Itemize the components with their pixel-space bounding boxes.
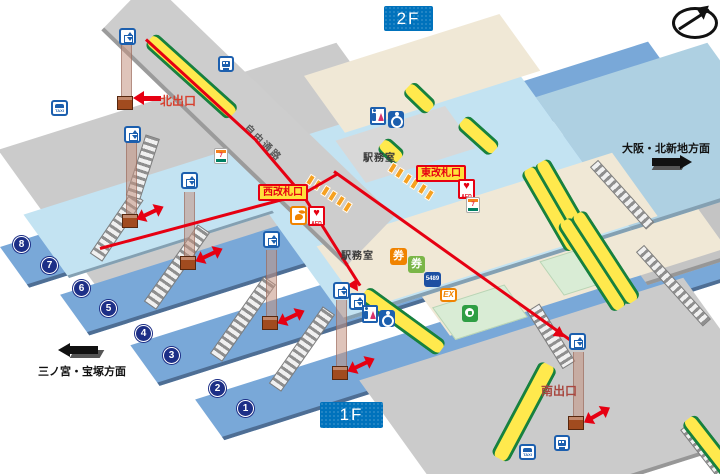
ticket-machine-icon: 券 — [390, 248, 407, 265]
convenience-store-icon: 7 — [214, 148, 228, 164]
accessible-toilet-icon — [379, 310, 395, 327]
platform-number-3: 3 — [163, 347, 180, 364]
direction-sannomiya-label: 三ノ宮・宝塚方面 — [38, 366, 126, 378]
platform-number-4: 4 — [135, 325, 152, 342]
north-exit-arrow-bar — [143, 96, 161, 101]
elevator-shaft-north — [121, 44, 132, 100]
floor-1f-badge: 1F — [320, 402, 383, 428]
elevator-cabin-platform-7-8 — [122, 214, 138, 228]
station-office-center-label: 駅務室 — [341, 251, 374, 262]
bus-stop-icon — [554, 435, 570, 451]
elevator-icon — [349, 293, 366, 310]
taxi-stand-icon: TAXI — [519, 444, 536, 460]
platform-number-5: 5 — [100, 300, 117, 317]
elevator-shaft-south — [573, 352, 584, 418]
elevator-cabin-platform-1-2 — [332, 366, 348, 380]
direction-osaka-label: 大阪・北新地方面 — [622, 143, 710, 155]
green-service-machine-icon — [462, 305, 478, 322]
aed-icon: ♥ AED — [458, 179, 475, 200]
platform-number-8: 8 — [13, 236, 30, 253]
platform-number-6: 6 — [73, 280, 90, 297]
elevator-icon — [263, 231, 280, 248]
aed-icon: ♥ AED — [308, 206, 325, 227]
elevator-icon — [333, 282, 350, 299]
bus-stop-icon — [218, 56, 234, 72]
elevator-cabin-platform-3-4 — [262, 316, 278, 330]
elevator-cabin-north — [117, 96, 133, 110]
platform-number-7: 7 — [41, 257, 58, 274]
south-exit-label: 南出口 — [541, 384, 578, 398]
compass-icon — [672, 1, 718, 39]
station-office-upper-label: 駅務室 — [363, 153, 396, 164]
toilet-icon — [362, 305, 378, 323]
express-reservation-icon: EX — [440, 288, 457, 302]
toilet-icon — [370, 107, 386, 125]
elevator-icon — [569, 333, 586, 350]
floor-2f-badge: 2F — [384, 6, 433, 31]
elevator-cabin-south — [568, 416, 584, 430]
midori-ticket-machine-icon: 5489 — [424, 272, 441, 287]
accessible-toilet-icon — [388, 111, 404, 128]
north-exit-label: 北出口 — [160, 94, 197, 108]
convenience-store-icon: 7 — [466, 197, 480, 213]
taxi-stand-icon: TAXI — [51, 100, 68, 116]
elevator-shaft-platform-7-8 — [126, 142, 137, 218]
elevator-shaft-platform-3-4 — [266, 250, 277, 318]
ticket-office-icon — [290, 206, 307, 225]
elevator-shaft-platform-1-2 — [336, 300, 347, 368]
north-exit-arrowhead — [133, 91, 144, 105]
elevator-icon — [119, 28, 136, 45]
west-gate-label: 西改札口 — [258, 184, 308, 201]
elevator-icon — [124, 126, 141, 143]
elevator-cabin-platform-5-6 — [180, 256, 196, 270]
east-gate-label: 東改札口 — [416, 165, 466, 182]
platform-number-1: 1 — [237, 400, 254, 417]
elevator-icon — [181, 172, 198, 189]
ticket-machine-icon: 券 — [408, 256, 425, 273]
platform-number-2: 2 — [209, 380, 226, 397]
